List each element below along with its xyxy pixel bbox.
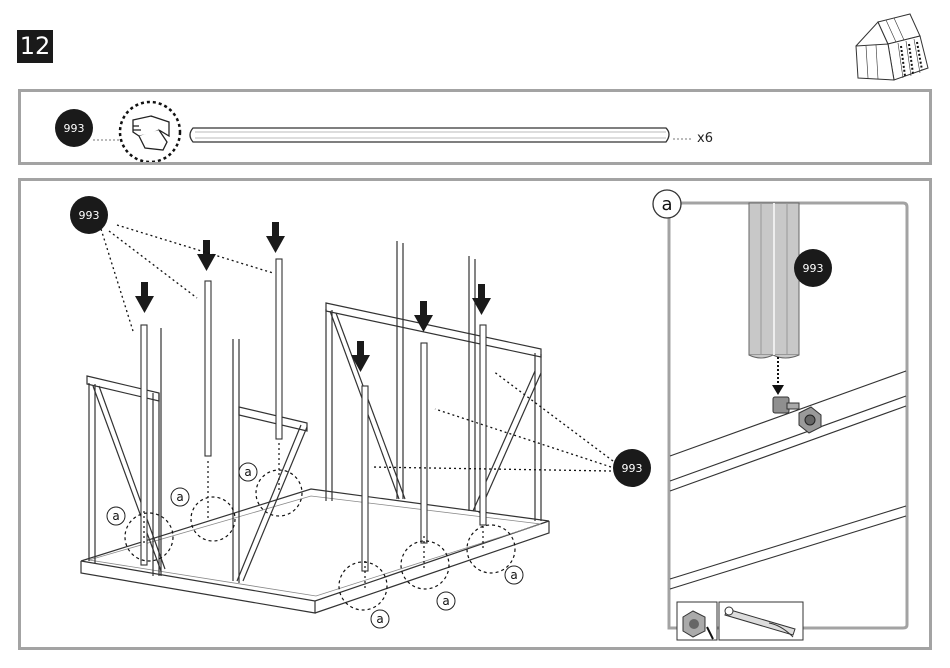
greenhouse-icon — [848, 8, 940, 88]
parts-panel: 993 x6 — [18, 89, 932, 165]
svg-text:a: a — [244, 465, 251, 479]
svg-text:a: a — [112, 509, 119, 523]
callout-label-left: 993 — [79, 209, 100, 222]
svg-text:a: a — [376, 612, 383, 626]
part-number-label: 993 — [64, 122, 85, 135]
callout-leaders-left — [101, 225, 273, 331]
step-number-badge: 12 — [17, 30, 53, 63]
detail-inset: a 993 — [653, 190, 907, 640]
svg-text:a: a — [442, 594, 449, 608]
insertion-arrows — [135, 222, 491, 372]
assembly-panel: a a a a a a 993 993 a — [18, 178, 932, 650]
svg-text:a: a — [176, 490, 183, 504]
detail-profile — [749, 203, 799, 358]
callout-label-right: 993 — [622, 462, 643, 475]
profile-bar — [190, 128, 669, 142]
detail-label: a — [661, 194, 672, 215]
callout-leaders-right — [371, 371, 613, 471]
svg-text:a: a — [510, 568, 517, 582]
quantity-label: x6 — [697, 131, 713, 146]
detail-part-label: 993 — [803, 262, 824, 275]
